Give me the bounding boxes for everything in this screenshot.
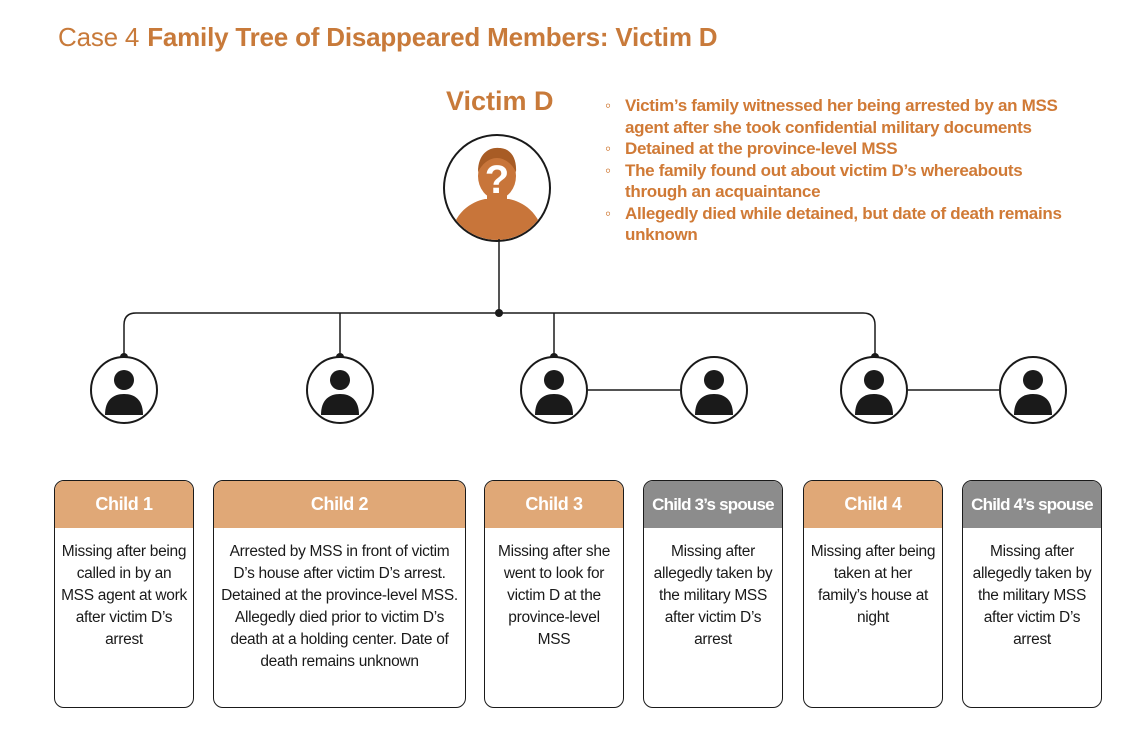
member-card-child-3: Child 3 Missing after she went to look f… bbox=[484, 480, 624, 708]
title-text: Family Tree of Disappeared Members: Vict… bbox=[147, 22, 718, 52]
member-card-child-2: Child 2 Arrested by MSS in front of vict… bbox=[213, 480, 466, 708]
fact-item: Victim’s family witnessed her being arre… bbox=[605, 95, 1075, 138]
member-header: Child 3 bbox=[485, 481, 623, 528]
member-card-child-3-spouse: Child 3’s spouse Missing after allegedly… bbox=[643, 480, 783, 708]
fact-item: Detained at the province-level MSS bbox=[605, 138, 1075, 160]
fact-item: Allegedly died while detained, but date … bbox=[605, 203, 1075, 246]
person-icon bbox=[840, 356, 908, 424]
person-icon bbox=[306, 356, 374, 424]
member-card-child-1: Child 1 Missing after being called in by… bbox=[54, 480, 194, 708]
member-description: Arrested by MSS in front of victim D’s h… bbox=[221, 543, 458, 670]
person-icon bbox=[90, 356, 158, 424]
member-card-child-4-spouse: Child 4’s spouse Missing after allegedly… bbox=[962, 480, 1102, 708]
victim-facts-list: Victim’s family witnessed her being arre… bbox=[605, 95, 1075, 246]
member-description: Missing after allegedly taken by the mil… bbox=[972, 543, 1092, 648]
member-header: Child 4 bbox=[804, 481, 942, 528]
member-description: Missing after being called in by an MSS … bbox=[61, 543, 187, 648]
member-header: Child 1 bbox=[55, 481, 193, 528]
unknown-person-question-icon: ? bbox=[443, 134, 551, 242]
person-icon bbox=[999, 356, 1067, 424]
member-description: Missing after allegedly taken by the mil… bbox=[653, 543, 773, 648]
member-description: Missing after she went to look for victi… bbox=[497, 543, 611, 648]
member-header: Child 3’s spouse bbox=[644, 481, 782, 528]
person-icon bbox=[680, 356, 748, 424]
member-header: Child 2 bbox=[214, 481, 465, 528]
member-header: Child 4’s spouse bbox=[963, 481, 1101, 528]
person-icon bbox=[520, 356, 588, 424]
member-card-child-4: Child 4 Missing after being taken at her… bbox=[803, 480, 943, 708]
svg-text:?: ? bbox=[485, 158, 509, 202]
victim-name: Victim D bbox=[446, 86, 554, 116]
member-description: Missing after being taken at her family’… bbox=[810, 543, 936, 626]
fact-item: The family found out about victim D’s wh… bbox=[605, 160, 1075, 203]
case-label: Case 4 bbox=[58, 22, 140, 52]
